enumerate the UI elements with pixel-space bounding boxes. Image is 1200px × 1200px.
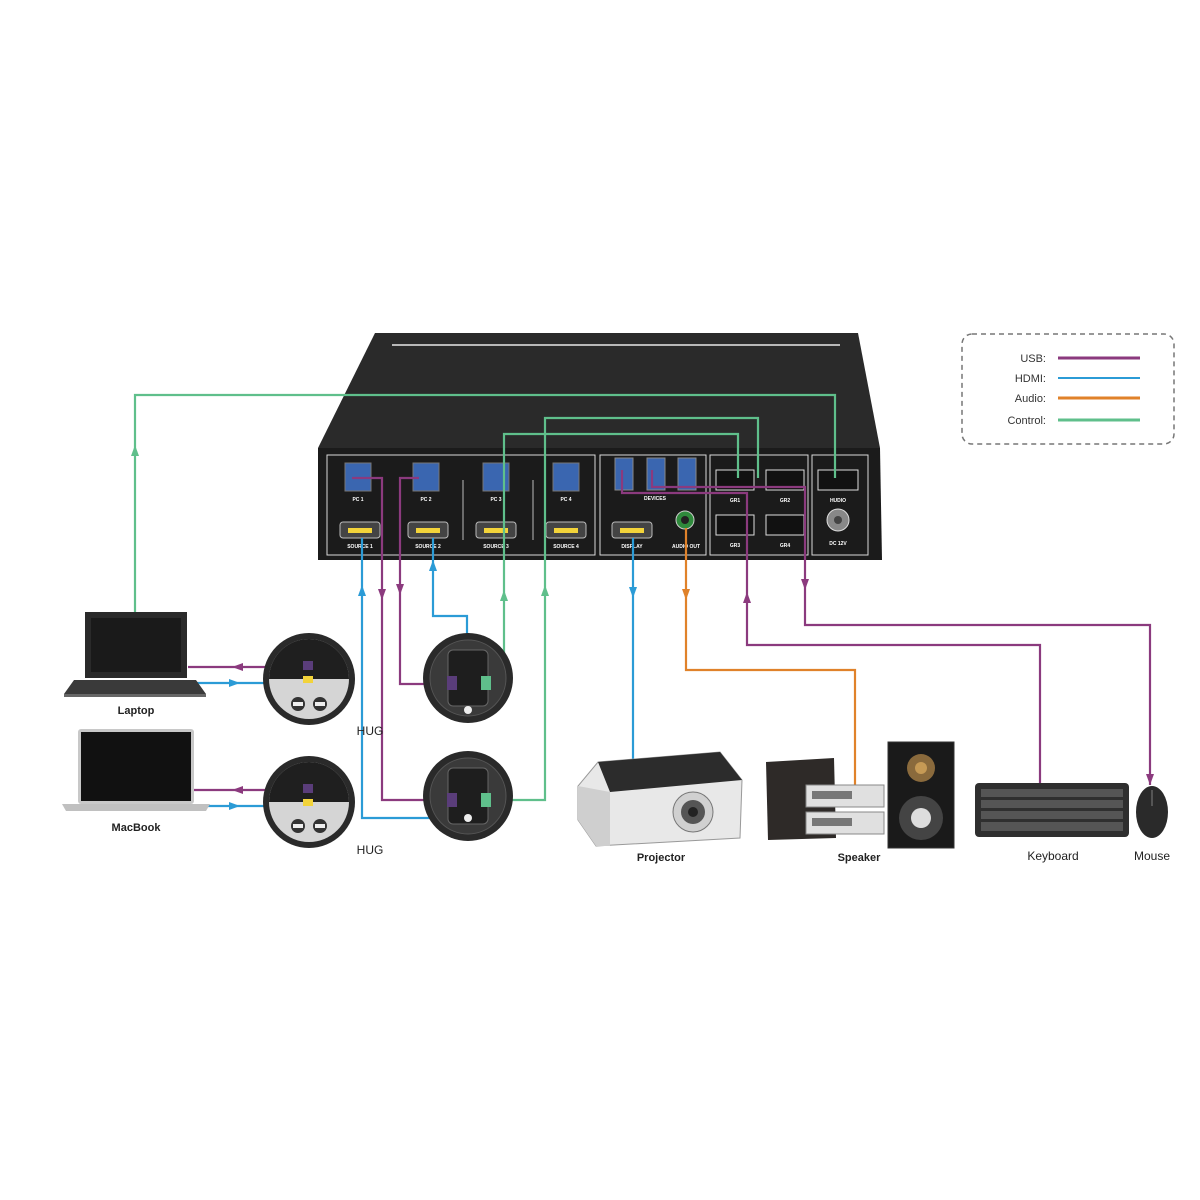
control-wire-laptop (133, 393, 837, 612)
pc3-label: PC 3 (490, 497, 501, 503)
source1-label: SOURCE 1 (347, 544, 373, 550)
pc4-label: PC 4 (560, 497, 571, 503)
port-pc4[interactable] (552, 462, 580, 492)
legend-control-label: Control: (1007, 415, 1046, 427)
legend-usb-label: USB: (1020, 353, 1046, 365)
usb-wire-pc1 (352, 476, 453, 802)
speaker-label: Speaker (838, 852, 882, 864)
gr1-label: GR1 (730, 498, 741, 504)
grommet-2 (263, 756, 355, 848)
source2-label: SOURCE 2 (415, 544, 441, 550)
legend-hdmi-label: HDMI: (1015, 373, 1046, 385)
dc-label: DC 12V (829, 541, 847, 547)
projector-icon (577, 751, 743, 847)
gr2-label: GR2 (780, 498, 791, 504)
usb-wire-keyboard (620, 470, 1042, 788)
control-ports: GR1 GR2 GR3 GR4 HUDIO DC 12V (715, 469, 859, 549)
keyboard-label: Keyboard (1027, 849, 1078, 863)
keyboard-icon (975, 783, 1129, 837)
laptop-label: Laptop (118, 705, 155, 717)
control-wire-hug2 (487, 416, 760, 802)
laptop-icon (64, 612, 206, 697)
usb-wire-mouse (650, 470, 1152, 785)
legend: USB: HDMI: Audio: Control: (961, 333, 1175, 445)
hug2-label: HUG (357, 843, 384, 857)
macbook-icon (62, 729, 210, 811)
projector-label: Projector (637, 852, 686, 864)
audio-wire-speaker (684, 528, 857, 790)
gr4-label: GR4 (780, 543, 791, 549)
macbook-label: MacBook (112, 822, 162, 834)
gr3-label: GR3 (730, 543, 741, 549)
pc2-label: PC 2 (420, 497, 431, 503)
hug1-label: HUG (357, 724, 384, 738)
port-gr1[interactable] (715, 469, 755, 491)
port-devices-2[interactable] (646, 457, 666, 491)
mouse-icon (1136, 786, 1168, 838)
devices-label: DEVICES (644, 496, 667, 502)
port-hudio[interactable] (817, 469, 859, 491)
speaker-icon (766, 741, 955, 849)
source3-label: SOURCE 3 (483, 544, 509, 550)
grommet-1 (263, 633, 355, 725)
port-gr2[interactable] (765, 469, 805, 491)
legend-audio-label: Audio: (1015, 393, 1046, 405)
port-gr3[interactable] (715, 514, 755, 536)
port-devices-3[interactable] (677, 457, 697, 491)
hug-icon-1[interactable] (423, 633, 513, 723)
hug-icon-2[interactable] (423, 751, 513, 841)
hdmi-source-ports: SOURCE 1 SOURCE 2 SOURCE 3 SOURCE 4 (339, 521, 587, 550)
hudio-label: HUDIO (830, 498, 846, 504)
port-gr4[interactable] (765, 514, 805, 536)
output-ports: DEVICES DISPLAY AUDIO OUT (611, 457, 700, 550)
port-devices-1[interactable] (614, 457, 634, 491)
source4-label: SOURCE 4 (553, 544, 579, 550)
pc1-label: PC 1 (352, 497, 363, 503)
mouse-label: Mouse (1134, 849, 1170, 863)
